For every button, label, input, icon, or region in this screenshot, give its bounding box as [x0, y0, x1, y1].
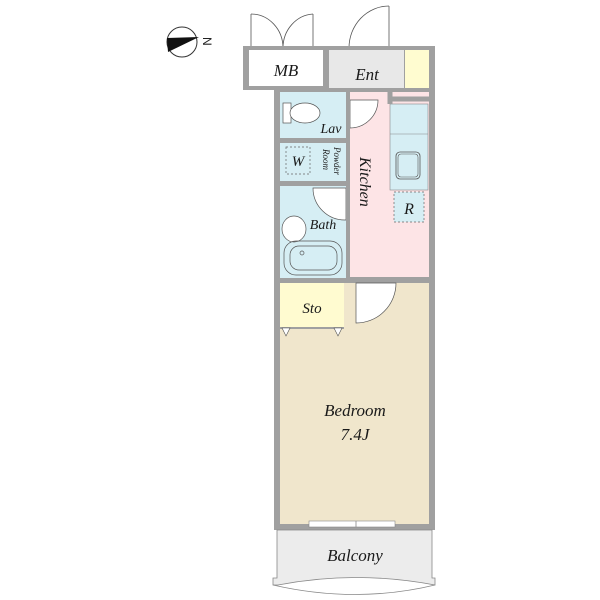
mb-doors	[250, 13, 314, 49]
sink-icon	[395, 151, 421, 180]
interior-walls	[274, 92, 435, 332]
lav-door-swing	[349, 99, 379, 129]
refrigerator-space	[393, 191, 425, 223]
label-ent: Ent	[354, 65, 380, 84]
label-mb: MB	[273, 61, 299, 80]
shoe-cabinet	[405, 50, 429, 88]
compass: N	[166, 26, 214, 58]
label-w: W	[292, 154, 306, 170]
bedroom-door-swing	[355, 282, 397, 324]
room-bedroom	[280, 331, 429, 524]
label-refrigerator: R	[403, 201, 414, 218]
bath-door-swing	[312, 187, 347, 221]
label-room: Room	[321, 148, 331, 170]
room-ent	[329, 50, 404, 88]
room-mb	[249, 50, 323, 86]
room-balcony	[272, 529, 436, 586]
label-bath: Bath	[310, 218, 336, 233]
toilet-icon	[282, 102, 321, 124]
label-bedroom-size: 7.4J	[341, 425, 371, 444]
bathtub-icon	[283, 240, 343, 276]
label-kitchen: Kitchen	[356, 156, 373, 207]
label-powder: Powder	[332, 146, 342, 175]
label-lav: Lav	[320, 122, 343, 137]
compass-north-label: N	[200, 37, 214, 46]
label-sto: Sto	[302, 301, 322, 317]
room-powder	[280, 143, 346, 181]
label-bedroom: Bedroom	[324, 401, 386, 420]
label-balcony: Balcony	[327, 546, 383, 565]
balcony-window	[308, 520, 396, 528]
washbasin-icon	[281, 215, 307, 243]
washer-space	[285, 146, 311, 175]
compass-needle-icon	[167, 37, 199, 52]
entrance-door	[348, 5, 390, 49]
